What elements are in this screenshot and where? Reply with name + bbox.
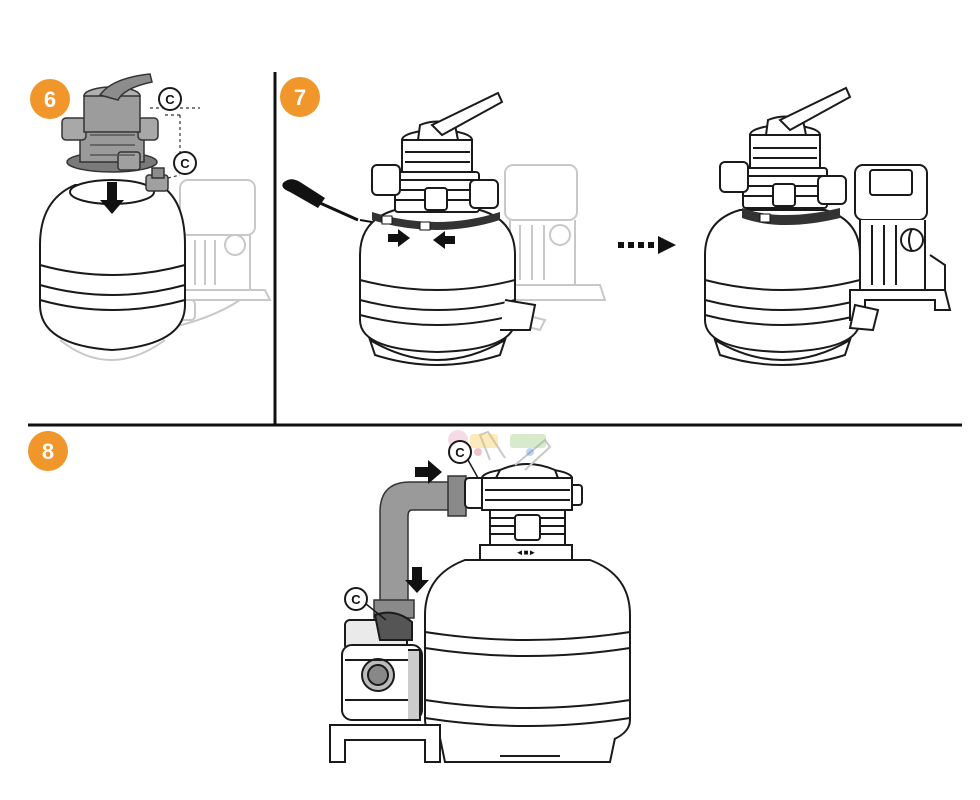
faded-handle <box>478 430 552 471</box>
step-6-number: 6 <box>44 87 56 112</box>
arrow-right-icon <box>388 229 410 247</box>
callout-c-bottom-6: C <box>173 151 197 175</box>
filter-tank-7b <box>704 209 861 366</box>
filter-tank-7a <box>359 209 537 366</box>
step-8-number: 8 <box>42 439 54 464</box>
arrow-down-icon <box>405 567 429 593</box>
svg-text:C: C <box>351 592 361 607</box>
multiport-valve-8: ◄■► <box>464 463 583 561</box>
svg-text:C: C <box>180 156 190 171</box>
step-7-number: 7 <box>294 85 306 110</box>
valve-arrow-label: ◄■► <box>516 548 537 557</box>
step-8-badge: 8 <box>28 431 68 471</box>
panel-step-6: 6 <box>30 73 272 361</box>
pipe-connector-6 <box>145 167 169 192</box>
callout-c-valve-8: C <box>448 440 479 479</box>
clamp-band-7b <box>742 208 840 225</box>
filter-tank-8 <box>424 559 631 763</box>
svg-text:C: C <box>165 92 175 107</box>
callout-c-top-6: C <box>158 87 182 111</box>
arrow-down-icon <box>100 182 124 214</box>
pump-8 <box>329 611 441 763</box>
arrow-left-icon <box>433 231 455 249</box>
multiport-valve-7b <box>719 86 852 209</box>
filter-tank-6 <box>39 179 186 352</box>
step-7-badge: 7 <box>280 77 320 117</box>
arrow-right-icon <box>415 460 442 484</box>
multiport-valve-6 <box>61 73 159 173</box>
svg-text:C: C <box>455 445 465 460</box>
screwdriver-icon <box>282 179 359 222</box>
multiport-valve-7a <box>371 91 504 213</box>
callout-c-pump-8: C <box>344 587 387 621</box>
pump-7b <box>848 164 952 332</box>
step-6-badge: 6 <box>30 79 70 119</box>
panel-step-7: 7 <box>280 77 952 366</box>
panel-step-8: 8 ◄■► <box>28 430 631 763</box>
dotted-arrow-right-icon <box>618 236 676 254</box>
clamp-band-7a <box>359 212 500 231</box>
